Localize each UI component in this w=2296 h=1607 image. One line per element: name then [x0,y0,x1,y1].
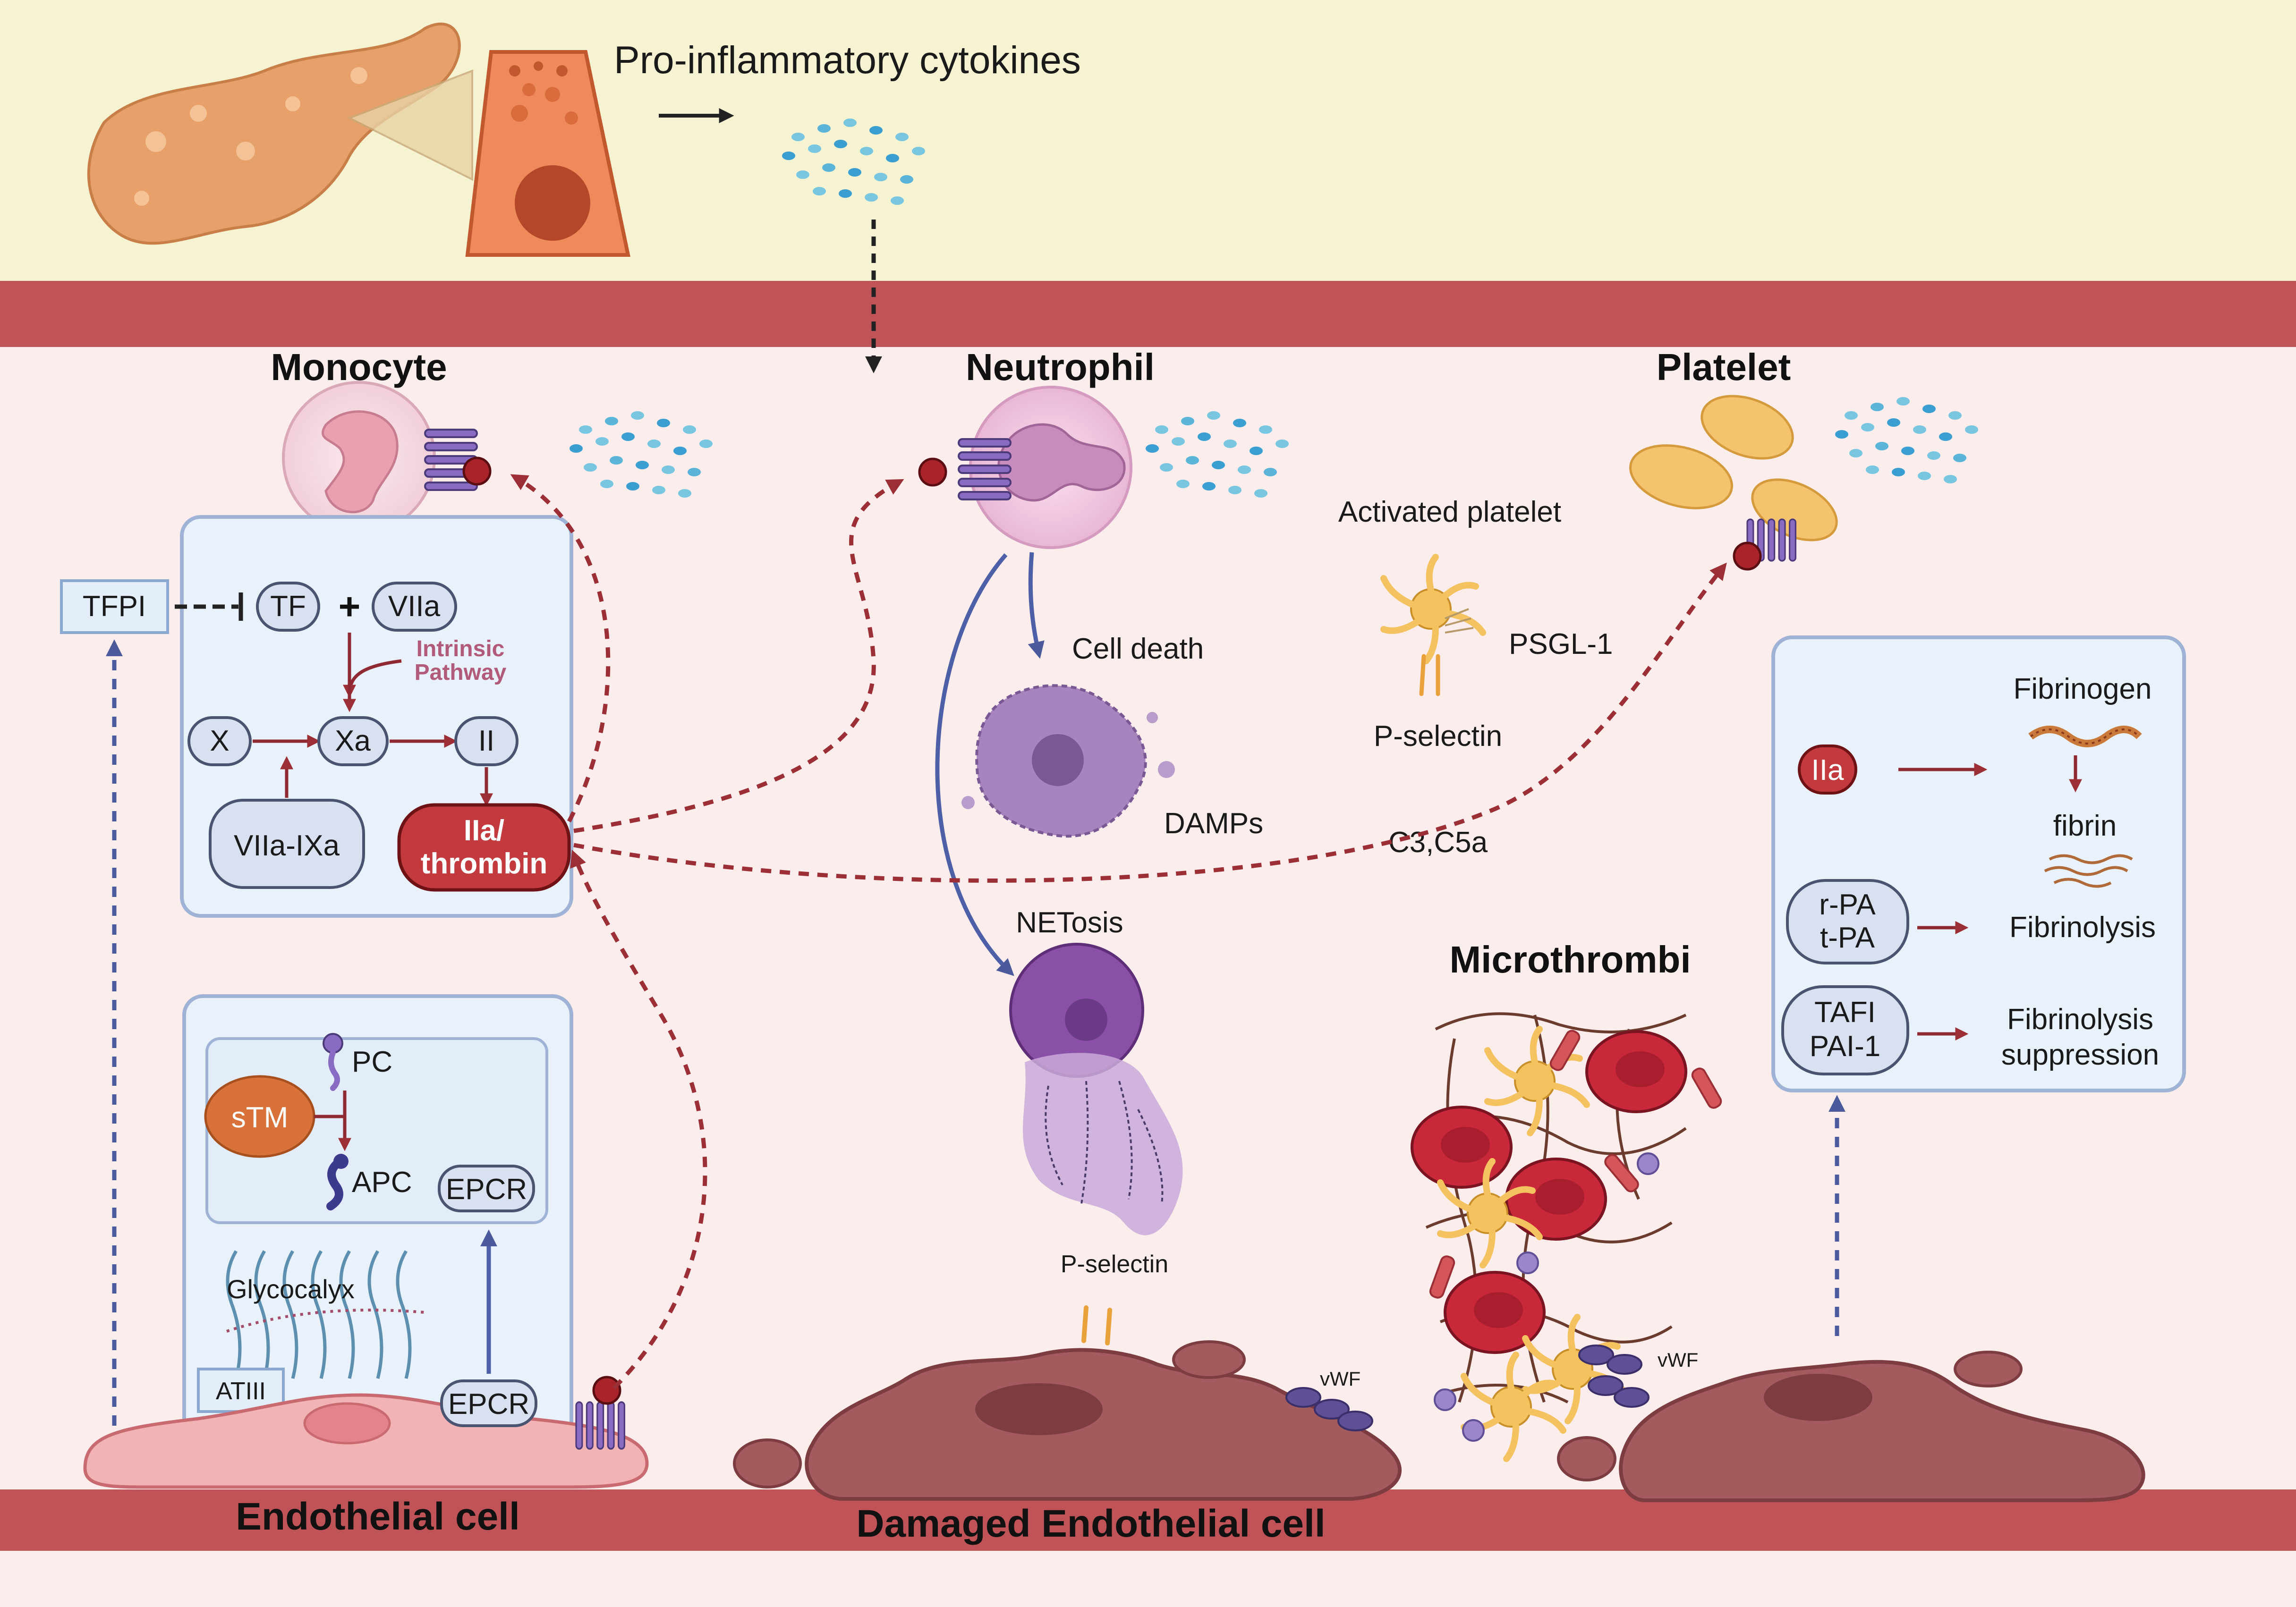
vessel-wall-top [0,281,2296,347]
fibrinogen-label: Fibrinogen [2014,673,2152,705]
thrombin-to-platelet-arrow [573,562,1727,883]
intrinsic-label-1: Intrinsic [417,636,505,661]
endothelial-nucleus [303,1402,391,1445]
microthrombi-title: Microthrombi [1449,939,1691,981]
pai1-label: PAI-1 [1810,1030,1880,1063]
stm-label: sTM [231,1101,289,1134]
intrinsic-label-2: Pathway [415,660,507,685]
damps-label: DAMPs [1164,807,1263,840]
platelet-thrombin-ligand [1733,541,1762,571]
c3c5a-label: C3,C5a [1388,826,1488,859]
fibrinolysis-label: Fibrinolysis [2009,911,2156,944]
tf-pill [256,582,320,632]
tafi-pai-pill [1781,985,1909,1075]
acinar-cell-icon [465,50,630,257]
netosis-cell-icon [1009,943,1183,1235]
p-selectin-platelet-icon [1419,654,1440,696]
p-selectin-endothelial-label: P-selectin [1061,1251,1168,1278]
vwf-right-label: vWF [1658,1349,1698,1371]
vwf-left-label: vWF [1320,1368,1361,1390]
vwf-left-icon [1285,1387,1373,1431]
pc-label: PC [352,1046,392,1078]
damaged-endothelial-right-icon [1557,1351,2145,1502]
xa-pill [317,716,389,766]
damaged-endothelial-title: Damaged Endothelial cell [856,1502,1325,1545]
apc-icon [326,1154,349,1210]
tf-label: TF [270,590,306,623]
tfpi-label: TFPI [83,590,146,623]
epcr-bottom-label: EPCR [448,1388,529,1421]
viia-label: VIIa [388,590,441,623]
neutrophil-thrombin-ligand [918,457,947,487]
suppression-label-1: Fibrinolysis [2007,1003,2153,1036]
glycocalyx-label: Glycocalyx [227,1274,355,1304]
thrombin-pill [397,803,571,892]
neutrophil-to-netosis-arrow [935,553,1014,976]
thrombin-to-monocyte-arrow [510,474,611,823]
neutrophil-icon [969,386,1132,549]
rpa-label: r-PA [1819,888,1876,921]
ii-pill [454,716,519,766]
vwf-right-icon [1578,1345,1650,1408]
endothelial-thrombin-ligand [592,1376,621,1405]
viia-ixa-pill [209,799,365,889]
viia-ixa-label: VIIa-IXa [234,829,340,862]
zoom-cone [347,69,473,181]
tfpi-box [60,579,169,634]
epcr-top-label: EPCR [446,1173,527,1206]
thrombin-label-2: thrombin [421,847,548,880]
ii-label: II [478,725,494,757]
tafi-label: TAFI [1814,996,1876,1029]
pc-icon [323,1033,343,1091]
monocyte-icon [282,381,436,535]
tpa-label: t-PA [1820,922,1875,954]
x-pill [187,716,252,766]
damaged-endothelial-icon [733,1340,1402,1501]
p-selectin-platelet-label: P-selectin [1374,720,1502,753]
glycocalyx-icon [226,1250,425,1379]
psgl1-receptor-icon [1445,608,1474,634]
x-label: X [210,725,229,757]
epcr-bottom-pill [440,1379,537,1427]
neutrophil-title: Neutrophil [966,346,1155,388]
xa-label: Xa [335,725,371,757]
apc-label: APC [352,1166,412,1199]
epcr-top-pill [438,1165,535,1212]
fibrinolysis-box [1771,635,2186,1092]
neutrophil-to-death-arrow [1028,552,1045,659]
viia-pill [372,582,457,632]
fibrinogen-icon [2028,726,2142,747]
cell-death-label: Cell death [1072,633,1204,665]
suppression-label-2: suppression [2001,1039,2159,1071]
psgl1-label: PSGL-1 [1509,628,1613,660]
atiii-label: ATIII [216,1378,266,1405]
fibrin-icon [2044,854,2133,888]
activated-platelet-label: Activated platelet [1338,496,1561,528]
pancreas-icon [87,22,461,245]
thrombin-label-1: IIa/ [464,814,504,847]
monocyte-thrombin-ligand [462,457,492,486]
microthrombi-cluster [1412,1012,1722,1459]
bottom-strip [0,1551,2296,1607]
platelet-title: Platelet [1657,346,1791,388]
plus-sign: + [339,585,361,627]
endothelial-cell-title: Endothelial cell [236,1495,519,1538]
pa-pill [1786,879,1909,964]
iia-label: IIa [1811,754,1844,787]
cytokines-label: Pro-inflammatory cytokines [614,39,1081,82]
iia-pill [1798,744,1857,795]
dying-cell-icon [961,684,1175,838]
fibrin-label: fibrin [2053,810,2117,842]
netosis-label: NETosis [1016,906,1123,939]
p-selectin-endothelial-icon [1081,1305,1112,1345]
endothelial-to-thrombin-arrow [570,849,707,1390]
